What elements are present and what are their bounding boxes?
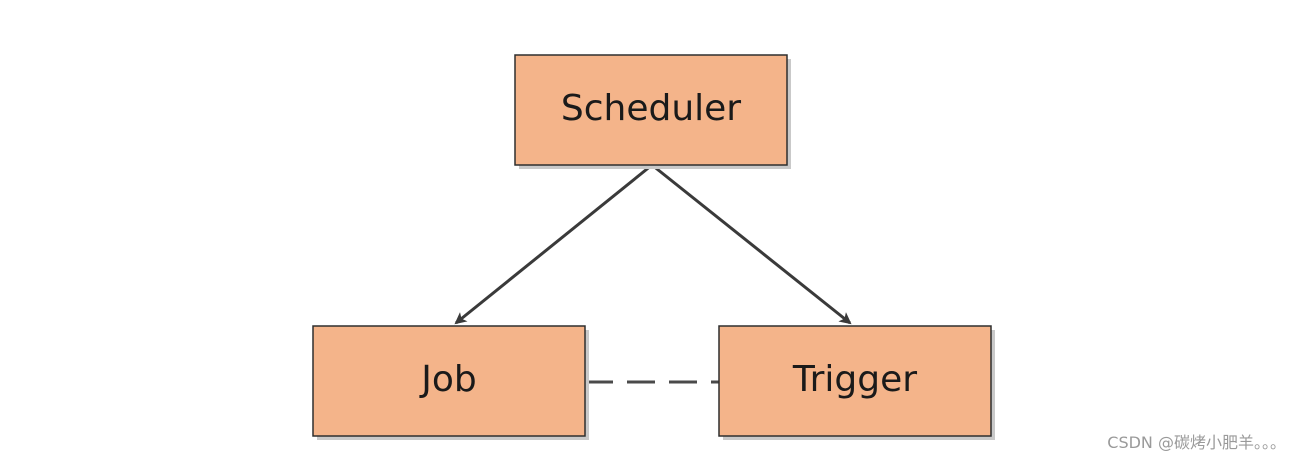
job-node: Job [312,325,589,440]
scheduler-label: Scheduler [561,88,741,129]
scheduler-node: Scheduler [514,54,791,169]
watermark-text: CSDN @碳烤小肥羊。。。 [1107,433,1286,452]
edge-scheduler-to-trigger [651,163,852,325]
job-label: Job [419,359,477,400]
trigger-node: Trigger [718,325,995,440]
trigger-label: Trigger [792,359,917,400]
edge-scheduler-to-job [454,163,653,325]
